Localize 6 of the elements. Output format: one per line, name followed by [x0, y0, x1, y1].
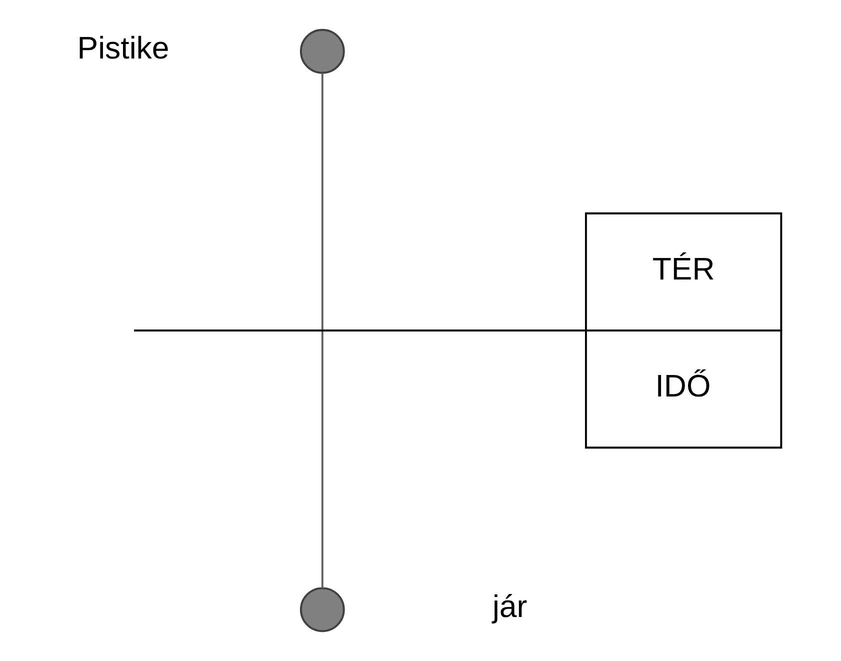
label: jár	[492, 589, 528, 624]
connector	[134, 330, 586, 332]
connector	[321, 73, 324, 588]
label: Pistike	[77, 30, 170, 66]
node-circle	[300, 28, 345, 74]
node-circle	[300, 587, 345, 632]
